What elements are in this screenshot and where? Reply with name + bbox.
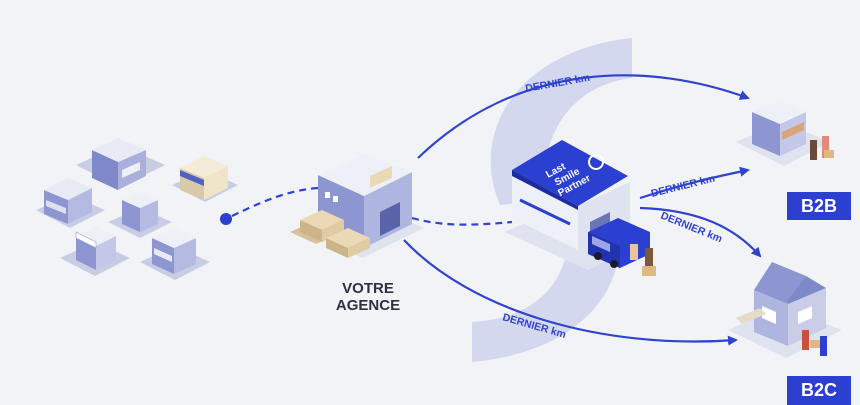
logo-mark-icon (588, 154, 604, 170)
agency-label: VOTRE AGENCE (318, 280, 418, 314)
agency-label-line2: AGENCE (335, 297, 401, 314)
route-label-b2b: DERNIER km (650, 172, 716, 199)
delivery-person (820, 336, 827, 356)
shops-to-agency-connector (220, 186, 319, 225)
customer-person (810, 140, 817, 160)
shop-icon (60, 226, 130, 276)
delivery-van (588, 218, 656, 276)
b2b-shop (736, 100, 834, 166)
route-agency-b2c (403, 239, 738, 346)
shop-icon (172, 156, 238, 202)
customer-person (802, 330, 809, 350)
b2b-badge: B2B (787, 192, 851, 220)
route-lines (403, 74, 762, 346)
agency-to-warehouse-connector (411, 216, 513, 226)
customer-person (822, 136, 829, 158)
shop-icon (76, 138, 165, 190)
shop-icon (36, 178, 105, 228)
b2c-house (728, 262, 842, 358)
route-warehouse-b2b (639, 166, 750, 200)
shop-cluster (36, 138, 238, 280)
agency-building (290, 154, 424, 258)
shop-icon (140, 228, 210, 280)
connector-dot (220, 213, 232, 225)
agency-label-line1: VOTRE (342, 280, 394, 297)
route-agency-b2b (417, 74, 750, 159)
route-warehouse-b2c (639, 206, 762, 258)
b2c-badge: B2C (787, 376, 851, 405)
delivery-person (630, 244, 638, 260)
parcel-icon (824, 150, 834, 158)
shop-icon (108, 192, 172, 238)
parcel-icon (810, 340, 820, 348)
parcel-icon (642, 266, 656, 276)
